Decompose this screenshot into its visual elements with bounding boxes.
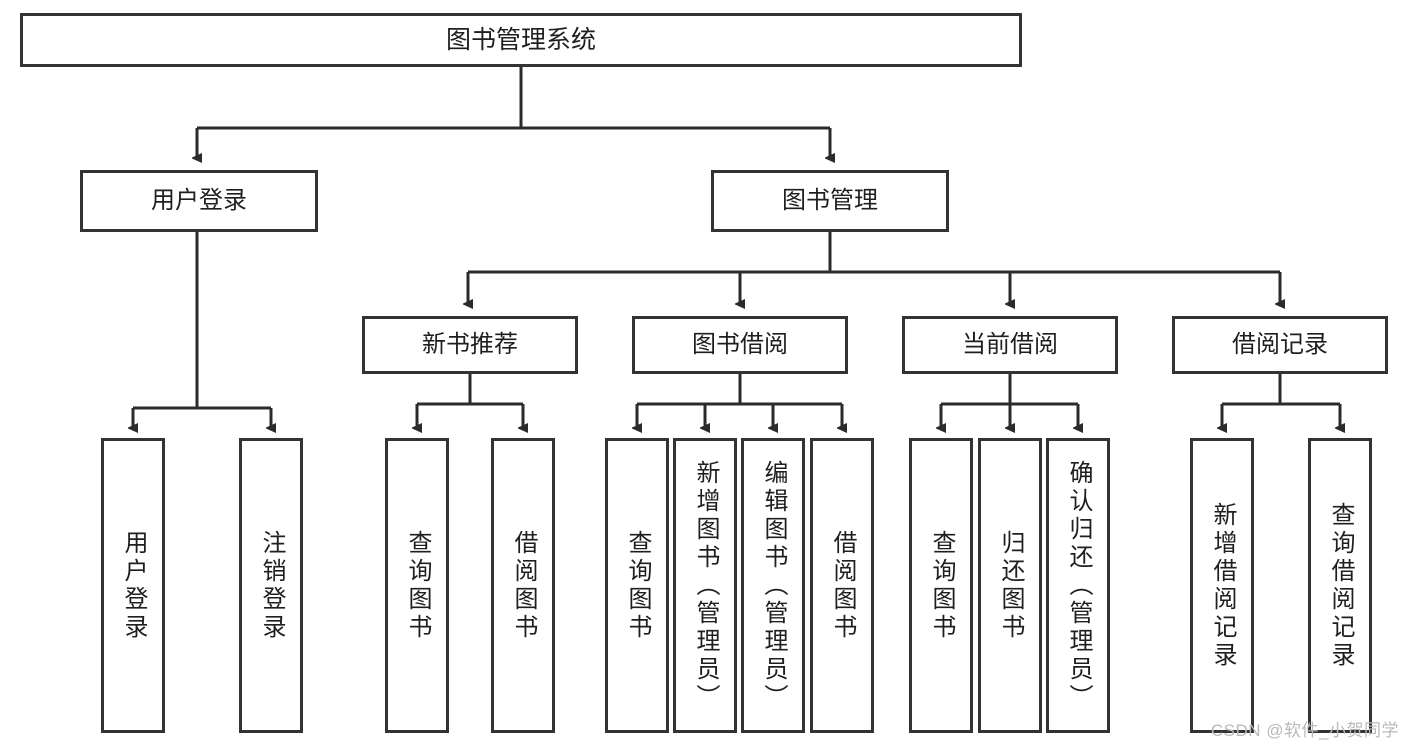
node-label: 注销登录 — [258, 529, 285, 642]
node-label: 查询图书 — [928, 529, 955, 642]
node-label: 借阅图书 — [510, 529, 537, 642]
node-label: 借阅记录 — [1232, 331, 1328, 359]
node-user-login[interactable]: 用户登录 — [80, 170, 318, 232]
leaf-current-return-book[interactable]: 归还图书 — [978, 438, 1042, 733]
node-label: 查询图书 — [624, 529, 651, 642]
node-label: 新书推荐 — [422, 331, 518, 359]
leaf-user-login-logout[interactable]: 注销登录 — [239, 438, 303, 733]
leaf-borrow-query-book[interactable]: 查询图书 — [605, 438, 669, 733]
leaf-new-book-query[interactable]: 查询图书 — [385, 438, 449, 733]
leaf-borrow-borrow-book[interactable]: 借阅图书 — [810, 438, 874, 733]
node-book-borrow[interactable]: 图书借阅 — [632, 316, 848, 374]
node-new-book-recommend[interactable]: 新书推荐 — [362, 316, 578, 374]
leaf-record-add[interactable]: 新增借阅记录 — [1190, 438, 1254, 733]
node-label: 借阅图书 — [829, 529, 856, 642]
watermark: CSDN @软件_小贺同学 — [1210, 721, 1399, 740]
leaf-user-login-login[interactable]: 用户登录 — [101, 438, 165, 733]
leaf-borrow-add-book[interactable]: 新增图书（管理员） — [673, 438, 737, 733]
node-label: 新增借阅记录 — [1209, 501, 1236, 670]
node-label: 当前借阅 — [962, 331, 1058, 359]
node-label: 图书管理 — [782, 187, 878, 215]
leaf-record-query[interactable]: 查询借阅记录 — [1308, 438, 1372, 733]
node-label: 新增图书（管理员） — [692, 459, 719, 712]
node-label: 编辑图书（管理员） — [760, 459, 787, 712]
node-borrow-records[interactable]: 借阅记录 — [1172, 316, 1388, 374]
node-label: 查询借阅记录 — [1327, 501, 1354, 670]
node-label: 用户登录 — [151, 187, 247, 215]
node-label: 归还图书 — [997, 529, 1024, 642]
leaf-borrow-edit-book[interactable]: 编辑图书（管理员） — [741, 438, 805, 733]
node-label: 图书管理系统 — [445, 25, 596, 54]
leaf-new-book-borrow[interactable]: 借阅图书 — [491, 438, 555, 733]
node-label: 图书借阅 — [692, 331, 788, 359]
leaf-current-confirm-return[interactable]: 确认归还（管理员） — [1046, 438, 1110, 733]
node-root-system[interactable]: 图书管理系统 — [20, 13, 1022, 67]
node-book-management[interactable]: 图书管理 — [711, 170, 949, 232]
leaf-current-query-book[interactable]: 查询图书 — [909, 438, 973, 733]
node-label: 确认归还（管理员） — [1065, 459, 1092, 712]
node-label: 查询图书 — [404, 529, 431, 642]
node-label: 用户登录 — [120, 529, 147, 642]
node-current-borrow[interactable]: 当前借阅 — [902, 316, 1118, 374]
